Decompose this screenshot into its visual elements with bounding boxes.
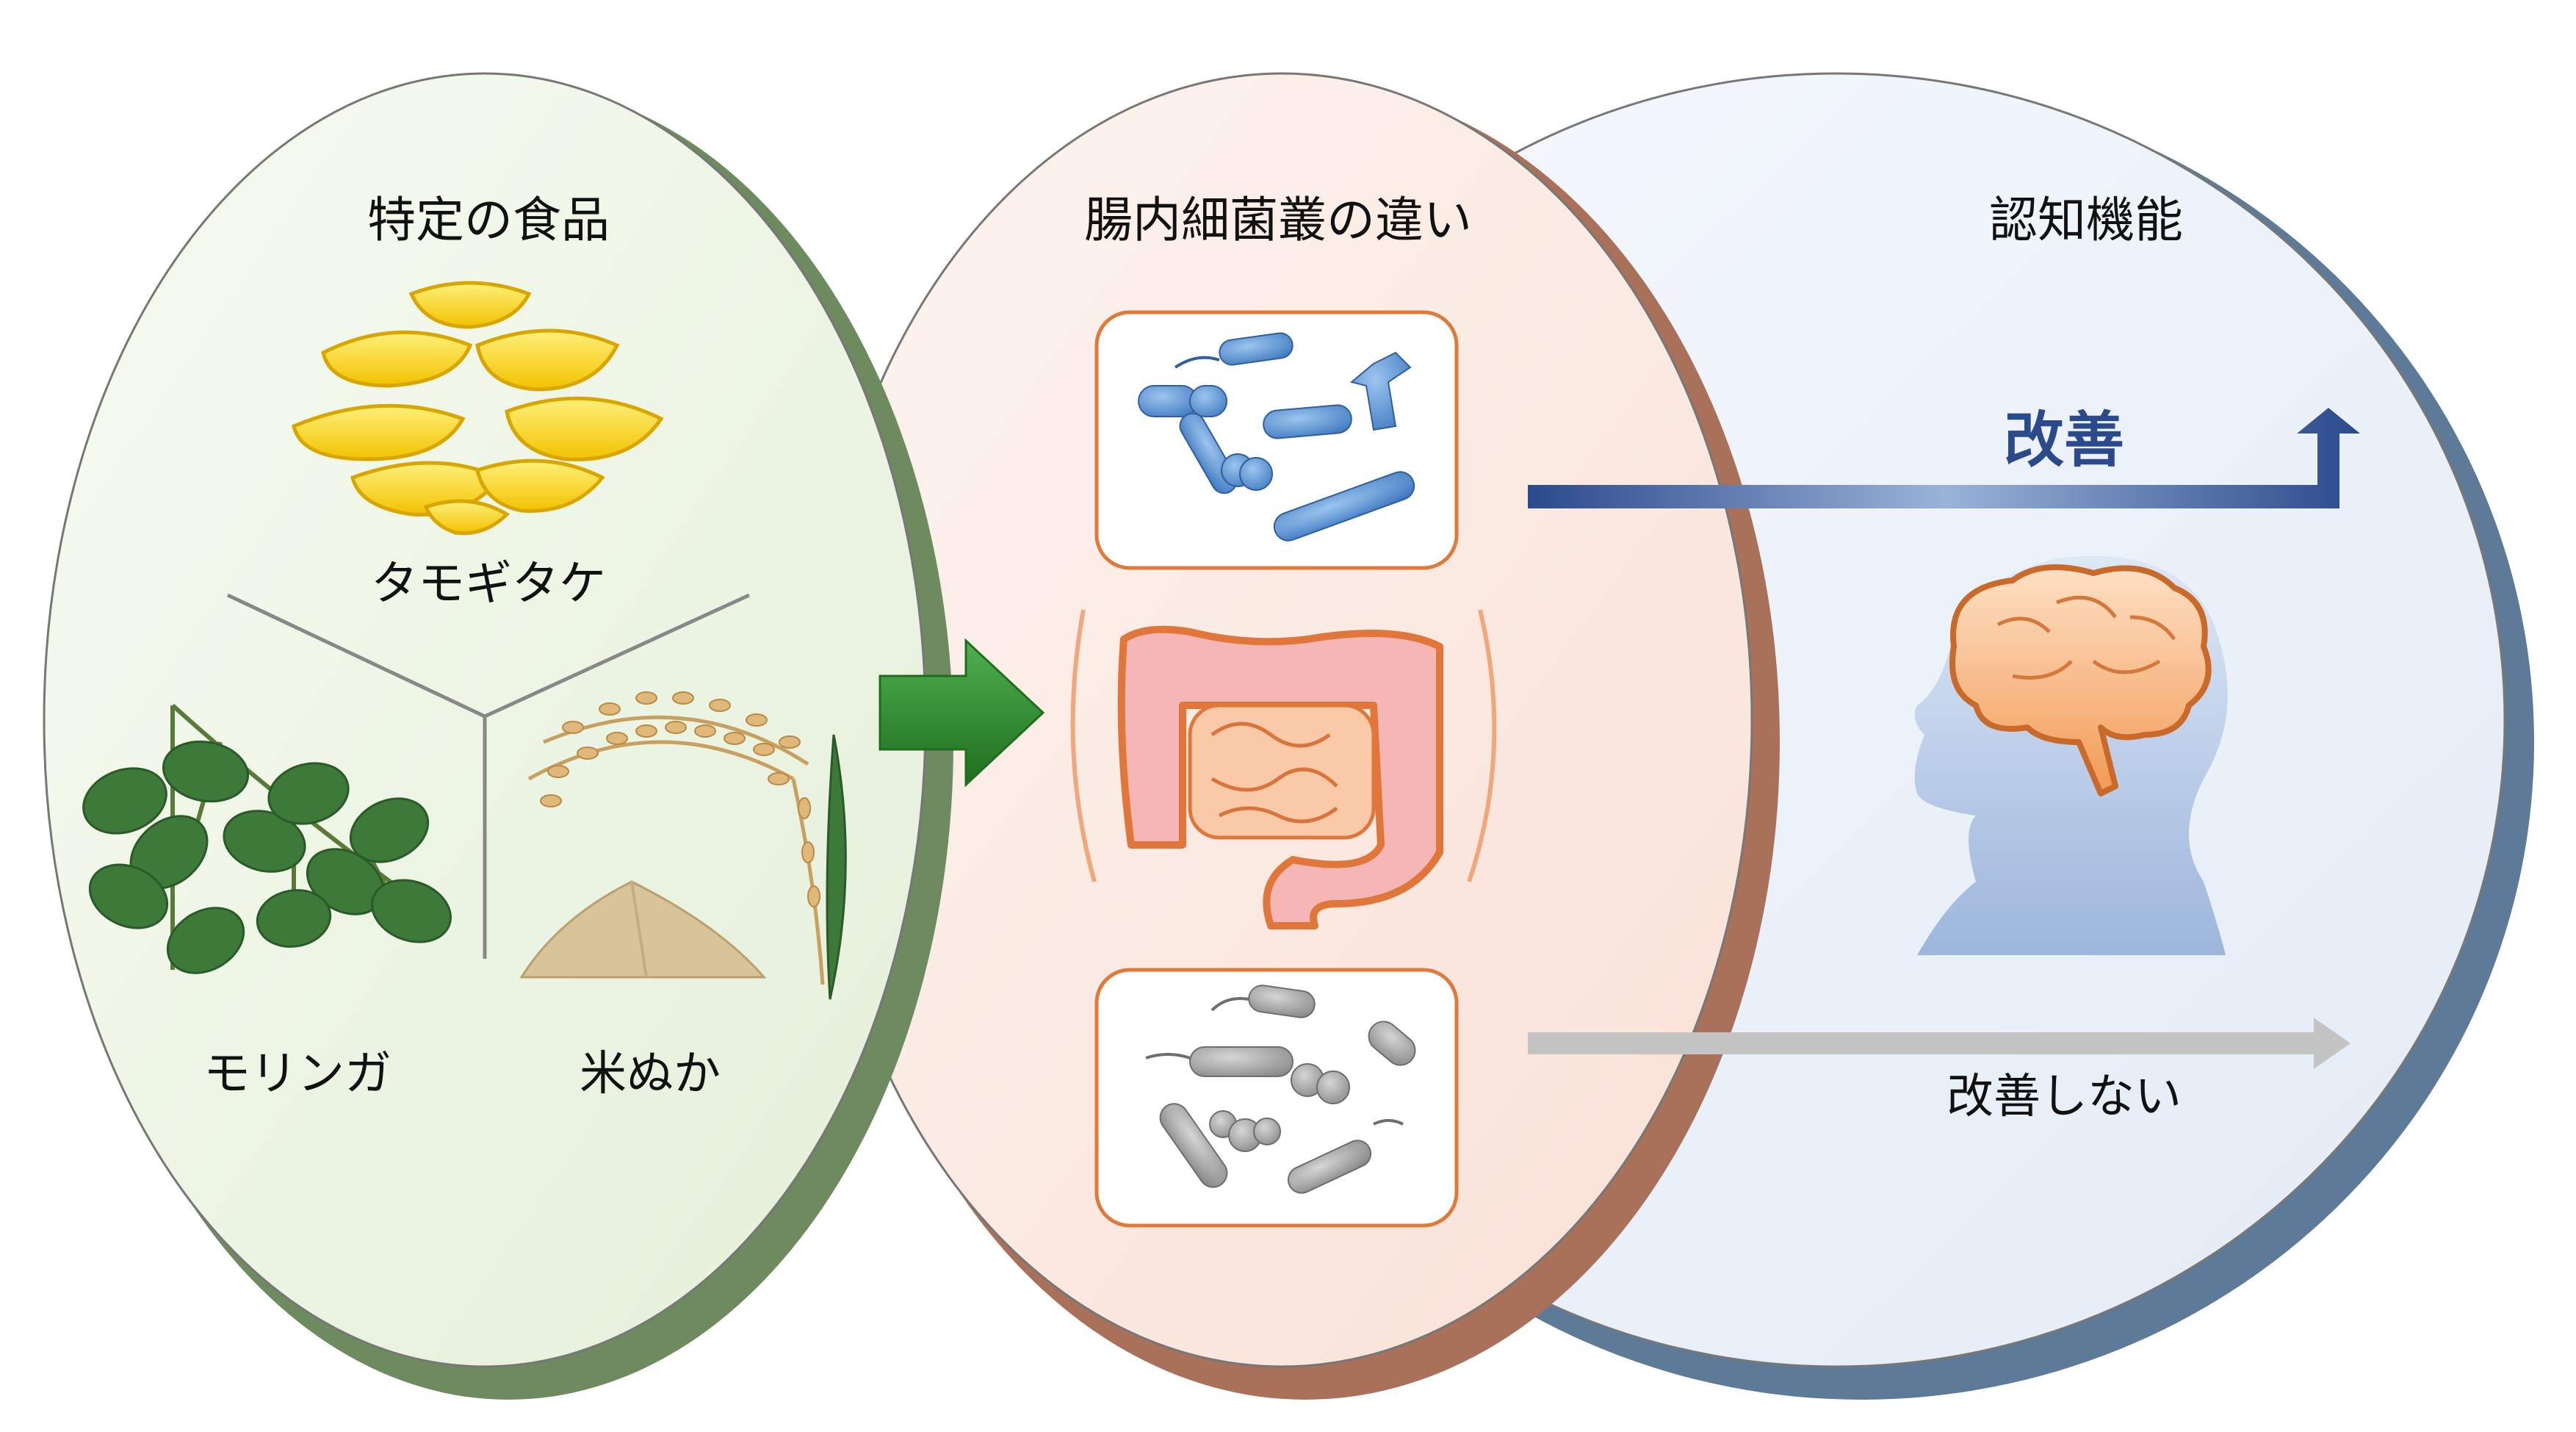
good-bacteria-icon	[1094, 310, 1459, 570]
improve-label: 改善	[2003, 406, 2125, 475]
food-section-title: 特定の食品	[367, 192, 610, 248]
food-divider	[226, 593, 751, 959]
moringa-leaf-icon	[82, 703, 452, 974]
food-item-tamogitake: タモギタケ	[371, 557, 606, 611]
food-item-moringa: モリンガ	[203, 1047, 392, 1101]
improve-arrow-icon	[1528, 408, 2360, 508]
microbiota-section-title: 腸内細菌叢の違い	[1084, 192, 1472, 248]
mushroom-icon	[292, 281, 664, 536]
no-improve-arrow-icon	[1528, 1018, 2350, 1069]
brain-head-icon	[1914, 555, 2228, 955]
rice-bran-icon	[519, 691, 847, 1000]
cognition-section-title: 認知機能	[1989, 192, 2183, 248]
flow-arrow-icon	[878, 638, 1045, 788]
bad-bacteria-icon	[1094, 968, 1459, 1228]
no-improve-label: 改善しない	[1947, 1070, 2182, 1124]
food-oval	[43, 72, 953, 1400]
food-item-rice-bran: 米ぬか	[580, 1047, 721, 1101]
intestine-icon	[1070, 609, 1497, 929]
